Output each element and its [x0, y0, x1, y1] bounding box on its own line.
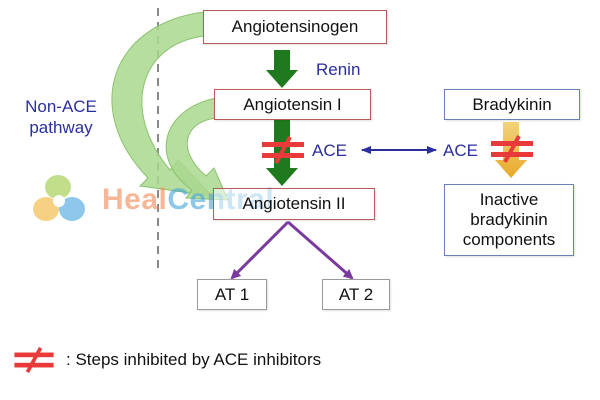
- at2-box: AT 2: [322, 279, 390, 310]
- non-ace-line-1: Non-ACE: [25, 97, 97, 116]
- inactive-line-3: components: [462, 230, 556, 249]
- inner-curved-arrow: [165, 97, 229, 201]
- ace-label-right: ACE: [443, 141, 478, 160]
- inactive-line-1: Inactive: [479, 190, 539, 209]
- at1-box: AT 1: [197, 279, 267, 310]
- legend: : Steps inhibited by ACE inhibitors: [12, 346, 321, 374]
- at1-label: AT 1: [214, 284, 250, 304]
- angiotensinogen-box: Angiotensinogen: [203, 10, 387, 44]
- non-ace-pathway-label: Non-ACE pathway: [14, 96, 108, 138]
- inhibit-icon: [491, 135, 533, 163]
- at2-label: AT 2: [338, 284, 374, 304]
- inactive-line-2: bradykinin: [470, 210, 548, 229]
- renin-label: Renin: [316, 60, 361, 79]
- angiotensin2-label: Angiotensin II: [242, 194, 346, 213]
- renin-arrow: [266, 50, 298, 88]
- inhibit-icon: [262, 136, 304, 164]
- leaf-logo-icon: [33, 175, 85, 221]
- inhibit-icon: [14, 346, 54, 374]
- watermark-text-heal: Heal: [102, 183, 168, 216]
- ace-label-left: ACE: [312, 141, 347, 160]
- angiotensin2-box: Angiotensin II: [213, 188, 375, 220]
- legend-text: : Steps inhibited by ACE inhibitors: [66, 350, 322, 369]
- arrow-to-at2: [287, 220, 354, 280]
- bradykinin-box: Bradykinin: [444, 89, 580, 120]
- non-ace-curved-arrow: [111, 11, 214, 197]
- bradykinin-label: Bradykinin: [472, 94, 552, 114]
- non-ace-line-2: pathway: [29, 118, 93, 137]
- angiotensin1-box: Angiotensin I: [214, 89, 371, 120]
- angiotensin1-label: Angiotensin I: [243, 94, 342, 114]
- inactive-bradykinin-box: Inactive bradykinin components: [444, 184, 574, 256]
- angiotensinogen-label: Angiotensinogen: [231, 17, 359, 36]
- arrow-to-at1: [230, 220, 290, 280]
